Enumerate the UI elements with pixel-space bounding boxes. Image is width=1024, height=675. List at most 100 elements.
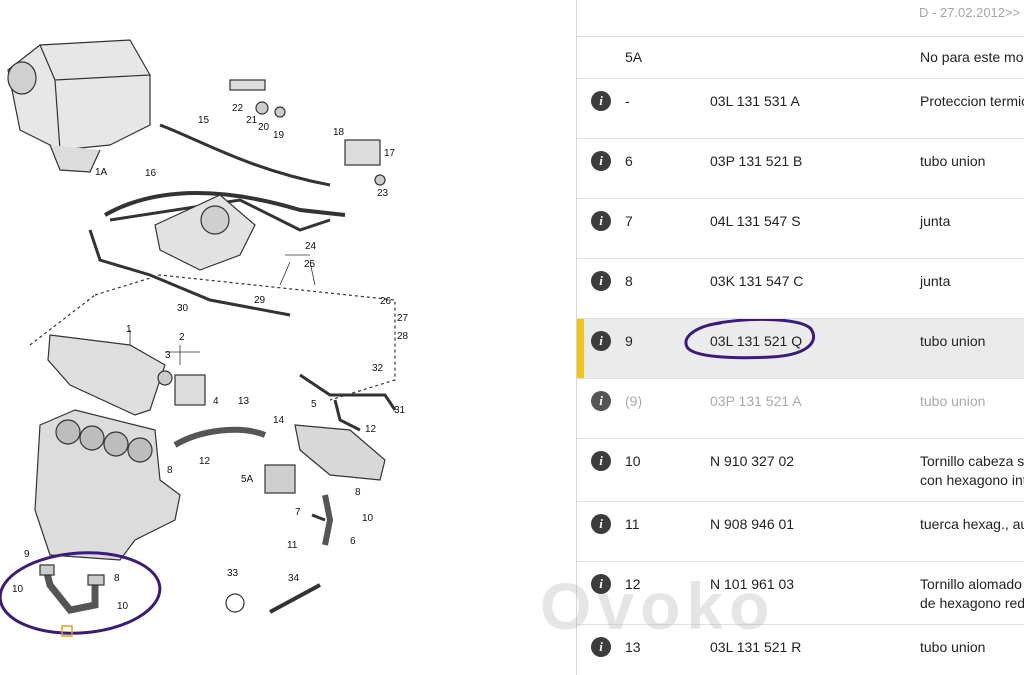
part-number-cell: 03L 131 521 Q [710, 333, 803, 349]
callout: 10 [362, 513, 374, 524]
callout: 32 [372, 363, 384, 374]
position-cell: 11 [625, 516, 640, 532]
info-icon[interactable]: i [591, 211, 611, 231]
diagram-drawing [0, 39, 397, 637]
table-row[interactable]: i 10 N 910 327 02 Tornillo cabeza s con … [577, 439, 1024, 502]
part-number-cell: 03K 131 547 C [710, 273, 804, 289]
description-cell: tuerca hexag., au [920, 516, 1024, 532]
validity-date: D - 27.02.2012>> [919, 5, 1021, 20]
info-icon[interactable]: i [591, 451, 611, 471]
info-icon[interactable]: i [591, 91, 611, 111]
egr-cooler-5 [294, 424, 386, 481]
callout: 12 [199, 456, 211, 467]
callout: 8 [355, 487, 361, 498]
table-row[interactable]: 5A No para este mod [577, 37, 1024, 79]
table-row[interactable]: i 8 03K 131 547 C junta [577, 259, 1024, 319]
hose-15 [159, 123, 331, 187]
position-cell: 9 [625, 333, 633, 349]
description-cell: tubo union [920, 333, 986, 349]
info-icon[interactable]: i [591, 574, 611, 594]
position-cell: - [625, 93, 630, 109]
callout: 21 [246, 115, 258, 126]
air-filter-box [7, 39, 151, 151]
callout: 20 [258, 122, 270, 133]
clamp-33 [225, 593, 245, 613]
table-row[interactable]: i 13 03L 131 521 R tubo union [577, 625, 1024, 675]
callout: 7 [295, 507, 301, 518]
callout: 28 [397, 331, 409, 342]
description-cell: tubo union [920, 639, 986, 655]
callout: 25 [304, 259, 316, 270]
callout: 30 [177, 303, 189, 314]
valve-17 [344, 139, 381, 166]
table-row[interactable]: i 6 03P 131 521 B tubo union [577, 139, 1024, 199]
callout: 34 [288, 573, 300, 584]
callout: 14 [273, 415, 285, 426]
callout: 18 [333, 127, 345, 138]
position-cell: 10 [625, 453, 641, 469]
callout: 5A [241, 474, 254, 485]
info-icon[interactable]: i [591, 514, 611, 534]
callout: 10 [117, 601, 129, 612]
hose-16 [104, 191, 346, 217]
position-cell: 12 [625, 576, 641, 592]
callout: 9 [24, 549, 30, 560]
part-number-cell: 03P 131 521 B [710, 153, 803, 169]
callout: 26 [380, 296, 392, 307]
parts-diagram: 1A 15 16 22 21 20 19 18 17 23 24 25 26 2… [0, 39, 409, 637]
table-row-selected[interactable]: i 9 03L 131 521 Q tubo union [577, 319, 1024, 379]
callout: 11 [287, 540, 298, 551]
part-number-cell: N 910 327 02 [710, 453, 795, 469]
callout: 23 [377, 188, 389, 199]
annotation-circle-bottom-left [0, 551, 162, 635]
position-cell: 13 [625, 639, 641, 655]
position-cell: (9) [625, 393, 643, 409]
description-cell: No para este mod [920, 49, 1024, 65]
callout: 8 [167, 465, 173, 476]
info-icon[interactable]: i [591, 637, 611, 657]
cylinder-head-cover [154, 194, 256, 271]
table-row[interactable]: i (9) 03P 131 521 A tubo union [577, 379, 1024, 439]
parts-list: D - 27.02.2012>> 5A No para este mod i -… [576, 0, 1024, 675]
callout: 8 [114, 573, 120, 584]
callout: 29 [254, 295, 266, 306]
callout: 16 [145, 168, 157, 179]
description-cell-line2: de hexagono red [920, 595, 1024, 611]
description-cell: Tornillo alomado [920, 576, 1022, 592]
description-cell-line2: con hexagono int [920, 472, 1024, 488]
info-icon[interactable]: i [591, 151, 611, 171]
callout: 1A [95, 167, 108, 178]
callout: 24 [305, 241, 317, 252]
header-cell: D - 27.02.2012>> [577, 0, 1024, 37]
pipe-9 [41, 564, 99, 614]
part-number-cell: 04L 131 547 S [710, 213, 801, 229]
callout: 17 [384, 148, 396, 159]
table-row[interactable]: i - 03L 131 531 A Proteccion termic [577, 79, 1024, 139]
callout: 5 [311, 399, 317, 410]
description-cell: tubo union [920, 393, 986, 409]
table-row[interactable]: i 11 N 908 946 01 tuerca hexag., au [577, 502, 1024, 562]
callout: 2 [179, 332, 185, 343]
info-icon[interactable]: i [591, 391, 611, 411]
position-cell: 6 [625, 153, 633, 169]
callout: 12 [365, 424, 377, 435]
table-row[interactable]: i 12 N 101 961 03 Tornillo alomado de he… [577, 562, 1024, 625]
description-cell: tubo union [920, 153, 986, 169]
tool-34 [269, 583, 321, 614]
callout: 15 [198, 115, 210, 126]
callout: 10 [12, 584, 24, 595]
position-cell: 8 [625, 273, 633, 289]
callout: 27 [397, 313, 409, 324]
description-cell: Tornillo cabeza s [920, 453, 1024, 469]
description-cell: junta [920, 273, 951, 289]
info-icon[interactable]: i [591, 271, 611, 291]
info-icon[interactable]: i [591, 331, 611, 351]
description-cell: Proteccion termic [920, 93, 1024, 109]
table-row[interactable]: i 7 04L 131 547 S junta [577, 199, 1024, 259]
callout: 6 [350, 536, 356, 547]
part-number-cell: N 101 961 03 [710, 576, 795, 592]
callout: 19 [273, 130, 285, 141]
part-number-cell: 03L 131 521 R [710, 639, 802, 655]
callout: 33 [227, 568, 239, 579]
part-number-cell: 03L 131 531 A [710, 93, 800, 109]
